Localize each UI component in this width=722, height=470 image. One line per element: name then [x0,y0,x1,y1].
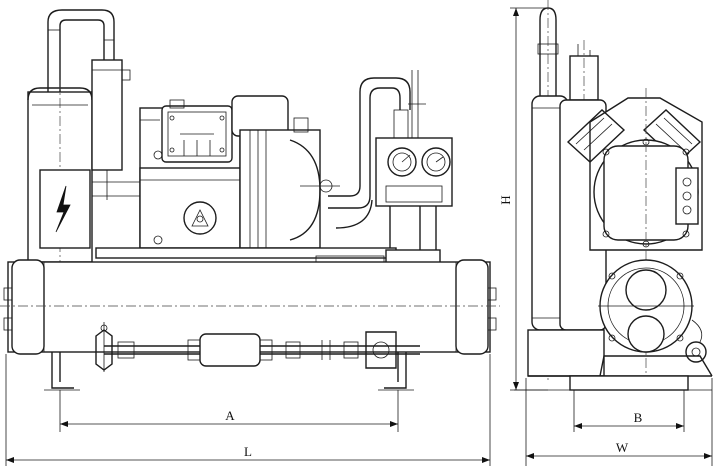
dimension-w: W [525,378,713,466]
mounting-feet [44,352,414,391]
dimension-b-label: B [634,410,643,425]
side-condenser-end [598,259,694,353]
suction-pipe [328,77,411,229]
dimension-h-label: H [498,195,513,204]
side-compressor [566,88,703,390]
dimension-a: A [59,390,399,432]
dimension-a-label: A [225,408,235,423]
dimension-b: B [573,390,685,432]
filter-drier-vertical [91,59,140,200]
gauge-panel [375,70,453,250]
motor [231,95,340,249]
liquid-line [95,322,420,372]
dimension-l-label: L [244,444,252,459]
dimension-l: L [5,354,491,466]
dimension-w-label: W [616,440,629,455]
discharge-pipe [47,9,115,92]
side-top-pipes [537,0,599,380]
lightning-bolt-icon [55,185,71,233]
side-view: H [498,0,713,466]
side-base-frame [514,329,713,391]
electrical-box [39,169,91,249]
compressor [139,99,241,249]
front-view: A L [0,9,500,466]
